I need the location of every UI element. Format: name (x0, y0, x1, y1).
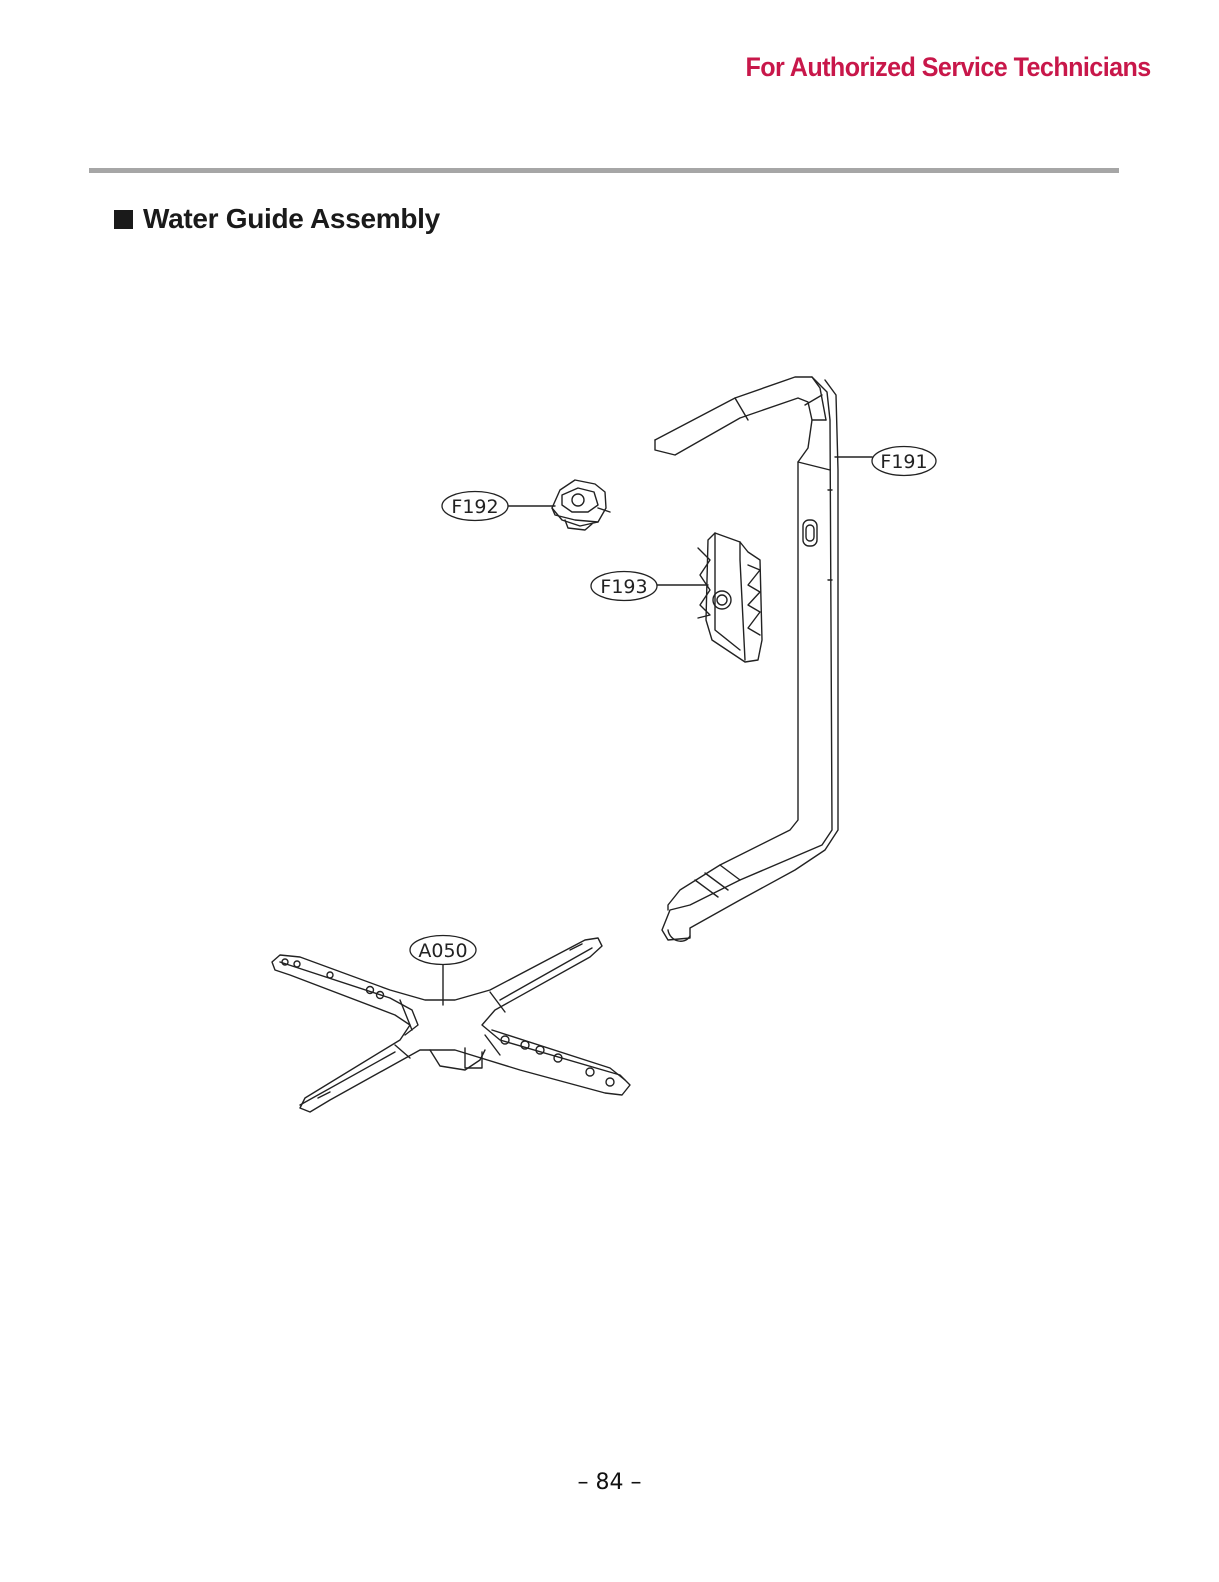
f192-callout-label: F192 (451, 496, 498, 518)
f193-callout-label: F193 (600, 576, 647, 598)
valve-part (552, 480, 610, 530)
a050-callout-label: A050 (418, 940, 467, 962)
page-number: – 84 – (0, 1470, 1219, 1495)
f191-callout-label: F191 (880, 451, 927, 473)
bracket-part (698, 533, 762, 662)
water-guide-tube-part (655, 377, 838, 941)
